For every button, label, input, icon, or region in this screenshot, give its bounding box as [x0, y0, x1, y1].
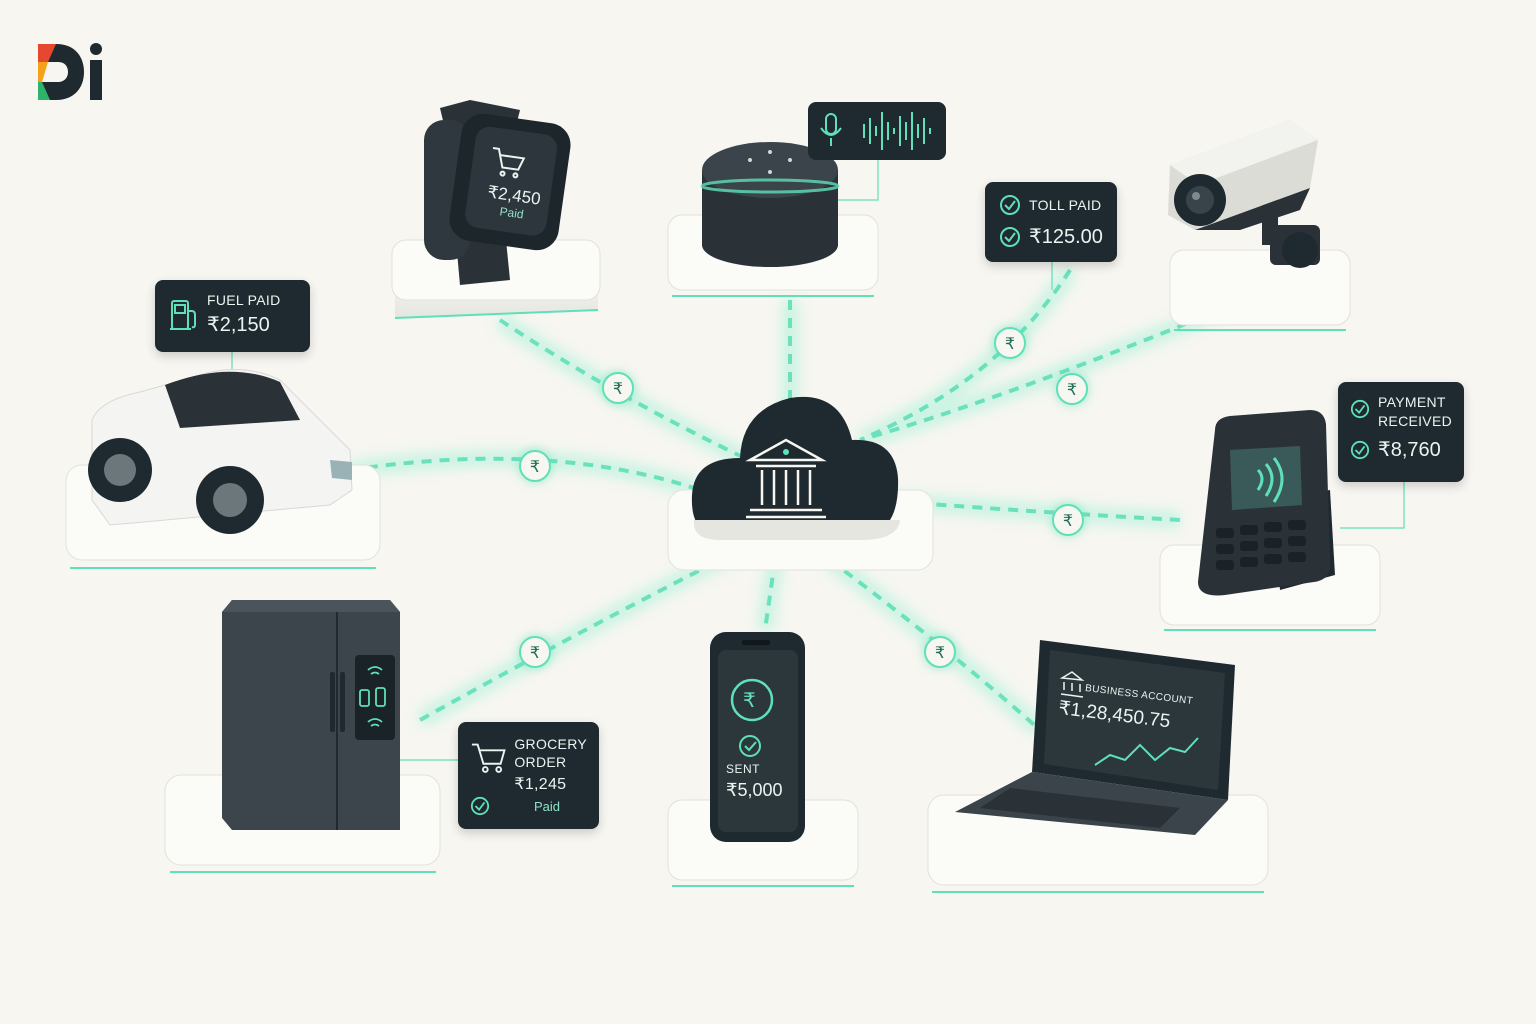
payment-title-line1: PAYMENT [1378, 394, 1446, 410]
laptop-device [955, 640, 1235, 835]
fuel-pump-icon [170, 299, 196, 330]
fuel-amount: ₹2,150 [207, 314, 270, 336]
bank-icon [1059, 671, 1085, 698]
waveform-icon [863, 112, 931, 150]
rupee-badge-icon: ₹ [1056, 373, 1088, 405]
check-circle-icon [470, 796, 490, 816]
rupee-badge-icon: ₹ [519, 636, 551, 668]
rupee-badge-icon: ₹ [994, 327, 1026, 359]
rupee-badge-icon: ₹ [1052, 504, 1084, 536]
cart-icon [471, 743, 506, 773]
keypad [1216, 520, 1306, 570]
grocery-title-line2: ORDER [514, 754, 567, 770]
check-circle-icon [1000, 195, 1020, 215]
bank-icon [745, 438, 827, 519]
pos-terminal-device [1198, 410, 1335, 596]
security-camera-device [1168, 120, 1320, 268]
payment-title-line2: RECEIVED [1378, 413, 1452, 429]
smart-speaker-device [700, 142, 840, 267]
phone-rupee-icon: ₹ [743, 690, 756, 712]
grocery-title-line1: GROCERY [514, 736, 587, 752]
rupee-badge-icon: ₹ [924, 636, 956, 668]
phone-device [710, 632, 805, 842]
contactless-icon [1256, 457, 1284, 503]
toll-amount: ₹125.00 [1029, 226, 1103, 248]
cloud-hub [691, 396, 900, 540]
fuel-paid-card: FUEL PAID ₹2,150 [155, 280, 310, 352]
check-circle-icon [1000, 226, 1020, 247]
rupee-badge-icon: ₹ [602, 372, 634, 404]
platform-camera [1169, 249, 1351, 331]
phone-text: SENT ₹5,000 [726, 762, 783, 801]
grocery-amount: ₹1,245 [514, 776, 567, 793]
payment-received-card: PAYMENT RECEIVED ₹8,760 [1338, 382, 1464, 482]
grocery-order-card: GROCERY ORDER ₹1,245 Paid [458, 722, 599, 829]
smartwatch-device [424, 100, 571, 285]
check-circle-icon [1350, 399, 1370, 419]
fridge-device [222, 600, 400, 830]
phone-label: SENT [726, 762, 761, 776]
grocery-status: Paid [534, 798, 561, 814]
payment-amount: ₹8,760 [1378, 439, 1441, 461]
logo-icon [38, 43, 102, 100]
fuel-title: FUEL PAID [207, 292, 281, 308]
microphone-icon [820, 113, 842, 146]
rupee-badge-icon: ₹ [519, 450, 551, 482]
phone-amount: ₹5,000 [726, 780, 783, 800]
cart-icon [492, 147, 526, 179]
brand-logo: Di [36, 40, 106, 104]
toll-title: TOLL PAID [1029, 197, 1102, 213]
car-device [88, 369, 353, 534]
toll-paid-card: TOLL PAID ₹125.00 [985, 182, 1117, 262]
voice-card [808, 102, 946, 160]
check-circle-icon [1350, 440, 1370, 459]
